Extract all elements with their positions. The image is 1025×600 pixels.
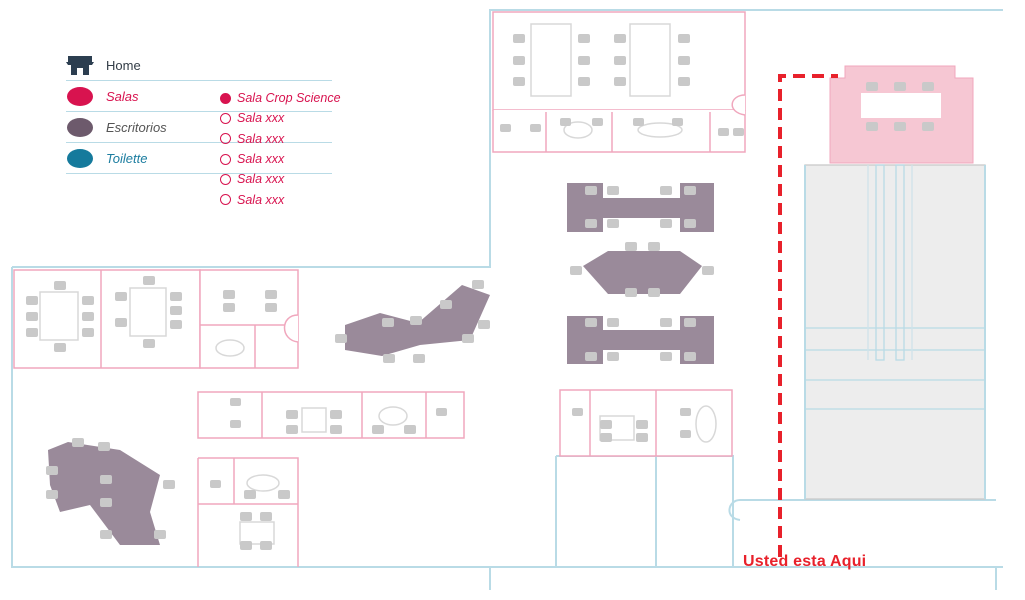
you-are-here-route [778,74,838,557]
room-item[interactable]: Sala xxx [220,169,341,189]
room-item-label: Sala xxx [237,131,285,146]
restroom-block [804,164,986,500]
escritorios-color-dot [67,117,93,137]
legend-salas[interactable]: Salas [66,81,332,112]
home-icon [66,54,94,76]
radio-icon [220,133,231,145]
room-item[interactable]: Sala xxx [220,108,341,128]
legend-escritorios-label: Escritorios [106,119,167,135]
salas-color-dot [67,86,93,106]
room-item-label: Sala xxx [237,192,285,207]
room-item-label: Sala xxx [237,111,285,126]
room-item[interactable]: Sala xxx [220,149,341,169]
room-item-crop-science[interactable]: Sala Crop Science [220,88,341,108]
room-list: Sala Crop Science Sala xxx Sala xxx Sala… [220,88,341,210]
radio-icon [220,92,231,104]
room-item-label: Sala xxx [237,172,285,187]
cluster-chairs [46,186,714,539]
radio-icon [220,173,231,185]
left-room-chairs [26,276,691,550]
highlighted-room-crop-science[interactable] [829,65,974,164]
legend-home[interactable]: Home [66,50,332,81]
legend-toilette[interactable]: Toilette [66,143,332,174]
radio-icon [220,153,231,165]
room-item[interactable]: Sala xxx [220,189,341,209]
legend: Home Salas Escritorios Toilette [66,50,332,174]
legend-escritorios[interactable]: Escritorios [66,112,332,143]
radio-icon [220,194,231,206]
legend-toilette-label: Toilette [106,150,148,166]
top-chairs [500,34,744,136]
left-meeting-rooms[interactable] [13,269,733,567]
radio-icon [220,112,231,124]
room-item-label: Sala Crop Science [237,91,341,106]
toilette-color-dot [67,148,93,168]
legend-salas-label: Salas [106,88,139,104]
desk-clusters[interactable] [48,183,714,545]
room-item-label: Sala xxx [237,152,285,167]
room-item[interactable]: Sala xxx [220,129,341,149]
you-are-here-label: Usted esta Aqui [743,553,867,570]
legend-home-label: Home [106,57,141,73]
